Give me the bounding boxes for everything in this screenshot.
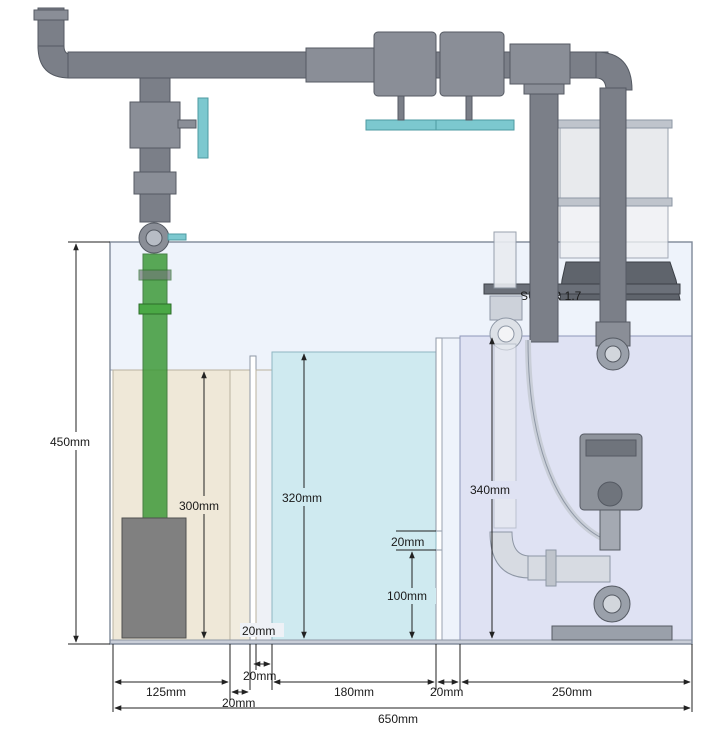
dim-baffle-b: 20mm: [243, 669, 276, 683]
return-pipe-right: [599, 87, 627, 327]
union-3: [439, 31, 505, 97]
dim-section-a: 125mm: [146, 685, 186, 699]
return-manifold: [33, 7, 633, 131]
union-2: [373, 31, 437, 97]
dim-level-e: 340mm: [470, 483, 510, 497]
dim-slot-height: 20mm: [391, 535, 424, 549]
baffle-gap: [229, 369, 251, 641]
dim-levels: 300mm 320mm 340mm 20mm 100mm 20mm: [178, 337, 518, 639]
gap-d: [441, 337, 461, 641]
tank-outline: [109, 241, 693, 645]
filter-block: [121, 517, 187, 639]
dim-tank-height: 450mm: [50, 435, 90, 449]
drain-valve-body: [129, 101, 181, 149]
return-pipe-left: [529, 83, 559, 343]
dim-level-a: 300mm: [179, 499, 219, 513]
drain-union: [133, 171, 177, 195]
union-1: [305, 47, 375, 83]
overflow-intake: [493, 231, 517, 289]
dim-tank-width: 650mm: [378, 712, 418, 726]
baffle-b: [249, 355, 257, 641]
lower-union: [555, 555, 611, 583]
drain-tee: [139, 77, 171, 103]
dim-height: 450mm: [48, 241, 110, 645]
valve-handle-2: [435, 119, 515, 131]
baffle-d-top: [435, 337, 443, 532]
dim-level-c: 320mm: [282, 491, 322, 505]
drain-line: [121, 77, 209, 639]
drain-valve-handle: [197, 97, 209, 159]
valve-handle-1: [365, 119, 437, 131]
dim-section-c: 180mm: [334, 685, 374, 699]
baffle-gap-b: [255, 369, 273, 641]
dim-slot-base: 100mm: [387, 589, 427, 603]
skimmer: SUPER 1.7: [483, 83, 681, 641]
dim-bottom-gap: 20mm: [242, 624, 275, 638]
dim-widths: 20mm 125mm 180mm 20mm 250mm 20mm 650mm: [112, 644, 693, 726]
dim-gap-d: 20mm: [430, 685, 463, 699]
elbow-right: [595, 51, 633, 91]
green-drain-pipe: [142, 253, 168, 521]
dim-section-e: 250mm: [552, 685, 592, 699]
skimmer-foot: [551, 625, 673, 641]
union-4: [509, 43, 571, 85]
elbow-left: [37, 45, 71, 79]
baffle-d-bottom: [435, 549, 443, 641]
